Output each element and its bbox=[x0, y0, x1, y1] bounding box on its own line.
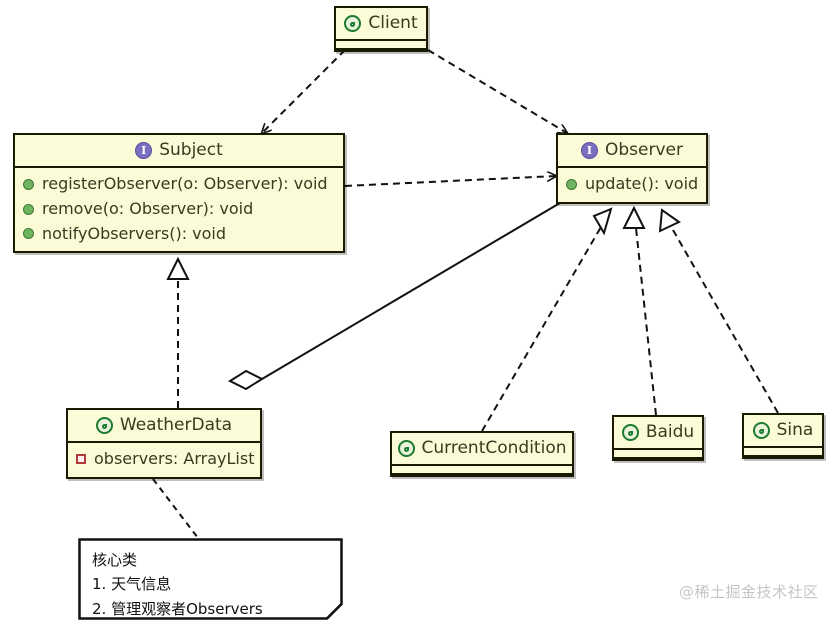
edge-client-to-subject bbox=[262, 49, 346, 133]
member-row[interactable]: notifyObservers(): void bbox=[23, 222, 335, 247]
class-box-observer[interactable]: I Observer update(): void bbox=[556, 133, 708, 204]
class-icon bbox=[397, 439, 415, 457]
public-method-icon bbox=[23, 178, 34, 190]
note-line: 核心类 bbox=[92, 551, 138, 569]
member-list-subject: registerObserver(o: Observer): void remo… bbox=[15, 168, 343, 251]
member-label: registerObserver(o: Observer): void bbox=[42, 174, 328, 193]
class-box-weatherdata[interactable]: WeatherData observers: ArrayList bbox=[66, 408, 262, 479]
class-box-client[interactable]: Client bbox=[334, 6, 428, 52]
member-row[interactable]: observers: ArrayList bbox=[76, 447, 255, 472]
class-name-client: Client bbox=[368, 13, 418, 33]
class-title-subject: I Subject bbox=[15, 135, 343, 166]
class-name-currentcondition: CurrentCondition bbox=[421, 438, 567, 458]
class-title-weatherdata: WeatherData bbox=[68, 410, 260, 441]
class-icon bbox=[344, 14, 362, 32]
member-label: observers: ArrayList bbox=[94, 449, 255, 468]
edge-weatherdata-to-subject bbox=[166, 256, 190, 408]
compartment-divider bbox=[558, 166, 706, 168]
class-title-sina: Sina bbox=[744, 415, 822, 446]
compartment-divider bbox=[15, 166, 343, 168]
empty-compartment bbox=[614, 448, 702, 459]
empty-compartment bbox=[336, 39, 426, 50]
note-line: 2. 管理观察者Observers bbox=[92, 599, 263, 618]
class-name-subject: Subject bbox=[159, 140, 223, 160]
note-line: 1. 天气信息 bbox=[92, 575, 172, 594]
member-list-weatherdata: observers: ArrayList bbox=[68, 443, 260, 477]
empty-compartment bbox=[744, 446, 822, 457]
edge-sina-to-observer bbox=[658, 208, 779, 414]
class-icon bbox=[621, 423, 639, 441]
class-name-weatherdata: WeatherData bbox=[119, 415, 233, 435]
interface-icon: I bbox=[581, 141, 598, 159]
class-name-observer: Observer bbox=[605, 140, 683, 160]
edge-weatherdata-to-note bbox=[152, 478, 199, 539]
edge-client-to-observer bbox=[427, 49, 567, 133]
member-row[interactable]: registerObserver(o: Observer): void bbox=[23, 172, 335, 197]
class-title-observer: I Observer bbox=[558, 135, 706, 166]
public-method-icon bbox=[566, 178, 577, 190]
interface-icon: I bbox=[135, 141, 153, 159]
edge-subject-to-observer bbox=[344, 176, 556, 187]
compartment-divider bbox=[68, 441, 260, 443]
class-title-baidu: Baidu bbox=[614, 417, 702, 448]
edge-baidu-to-observer bbox=[622, 205, 657, 416]
member-label: update(): void bbox=[585, 174, 699, 193]
class-name-baidu: Baidu bbox=[645, 422, 695, 442]
class-title-client: Client bbox=[336, 8, 426, 39]
note-box[interactable]: 核心类 1. 天气信息 2. 管理观察者Observers bbox=[78, 538, 343, 620]
class-box-currentcondition[interactable]: CurrentCondition bbox=[390, 431, 574, 477]
private-field-icon bbox=[76, 454, 86, 465]
class-icon bbox=[752, 421, 770, 439]
class-title-currentcondition: CurrentCondition bbox=[392, 433, 572, 464]
class-box-baidu[interactable]: Baidu bbox=[612, 415, 704, 461]
public-method-icon bbox=[23, 203, 34, 215]
note-outline bbox=[78, 538, 343, 620]
empty-compartment bbox=[392, 464, 572, 475]
member-row[interactable]: update(): void bbox=[566, 172, 698, 197]
public-method-icon bbox=[23, 228, 34, 240]
edge-currentcondition-to-observer bbox=[481, 207, 613, 432]
member-label: remove(o: Observer): void bbox=[42, 198, 254, 218]
class-box-sina[interactable]: Sina bbox=[742, 413, 824, 459]
member-row[interactable]: remove(o: Observer): void bbox=[23, 197, 335, 222]
class-name-sina: Sina bbox=[776, 420, 814, 440]
member-label: notifyObservers(): void bbox=[42, 223, 227, 243]
member-list-observer: update(): void bbox=[558, 168, 706, 202]
watermark: @稀土掘金技术社区 bbox=[679, 583, 819, 601]
class-icon bbox=[95, 416, 113, 434]
class-box-subject[interactable]: I Subject registerObserver(o: Observer):… bbox=[13, 133, 345, 254]
